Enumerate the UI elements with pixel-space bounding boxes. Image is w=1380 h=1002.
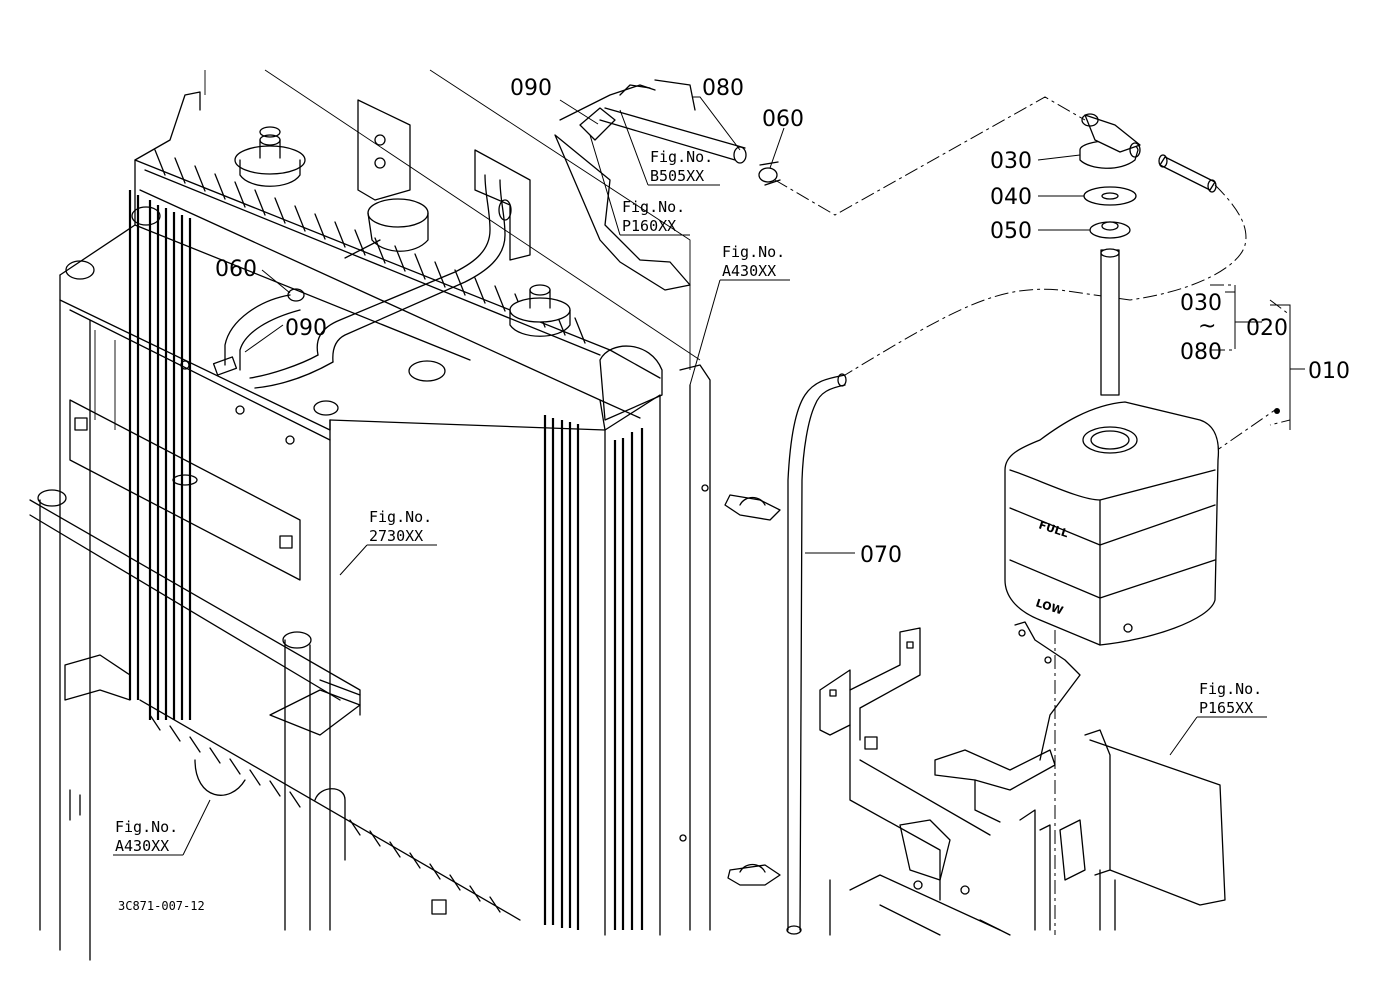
fig-ref-number: A430XX: [722, 262, 776, 280]
assy-point: [1274, 408, 1280, 414]
tank-bracket: [819, 621, 1226, 936]
fig-ref-label: Fig.No.: [722, 243, 785, 261]
callout-080: 080: [702, 76, 744, 101]
callout-range-tilde: ~: [1198, 314, 1216, 339]
leader-lines: [113, 96, 1305, 856]
filler-neck: [344, 99, 429, 259]
callout-040: 040: [990, 185, 1032, 210]
hose-clip-upper: [701, 484, 781, 521]
callout-020: 020: [1246, 316, 1288, 341]
callout-050: 050: [990, 219, 1032, 244]
reservoir-cap-030: [1079, 113, 1217, 193]
drawing-code: 3C871-007-12: [118, 899, 205, 913]
overflow-hose-upper: [212, 174, 506, 389]
fig-ref-number: P160XX: [622, 217, 676, 235]
callout-090-top: 090: [510, 76, 552, 101]
radiator-assembly: [29, 69, 711, 961]
washer-040: [1083, 186, 1137, 206]
fig-ref-number: 2730XX: [369, 527, 423, 545]
callout-070: 070: [860, 543, 902, 568]
hose-clip-lower: [679, 834, 781, 886]
hose-070: [786, 373, 847, 935]
fig-ref-label: Fig.No.: [369, 508, 432, 526]
reservoir-tank: FULL LOW: [1004, 401, 1220, 646]
fig-ref-number: B505XX: [650, 167, 704, 185]
callout-010: 010: [1308, 359, 1350, 384]
part-callouts: 090 080 060 030 040 050 060 090 070 030 …: [215, 76, 1350, 568]
callout-060-left: 060: [215, 257, 257, 282]
fig-ref-label: Fig.No.: [115, 818, 178, 836]
packing-050: [1089, 221, 1131, 239]
callout-range-start: 030: [1180, 291, 1222, 316]
filler-tube: [1100, 248, 1120, 396]
fig-ref-number: A430XX: [115, 837, 169, 855]
hose-routing-line: [774, 96, 1086, 216]
fig-ref-number: P165XX: [1199, 699, 1253, 717]
radiator-cap-left: [234, 126, 306, 187]
fig-ref-label: Fig.No.: [622, 198, 685, 216]
hose-080: [559, 79, 781, 186]
fig-ref-label: Fig.No.: [1199, 680, 1262, 698]
figure-references: Fig.No. B505XX Fig.No. P160XX Fig.No. A4…: [115, 148, 1262, 855]
callout-090-left: 090: [285, 316, 327, 341]
callout-range-end: 080: [1180, 340, 1222, 365]
callout-060-right: 060: [762, 107, 804, 132]
fig-ref-label: Fig.No.: [650, 148, 713, 166]
radiator-cap-right: [509, 284, 571, 337]
callout-030: 030: [990, 149, 1032, 174]
